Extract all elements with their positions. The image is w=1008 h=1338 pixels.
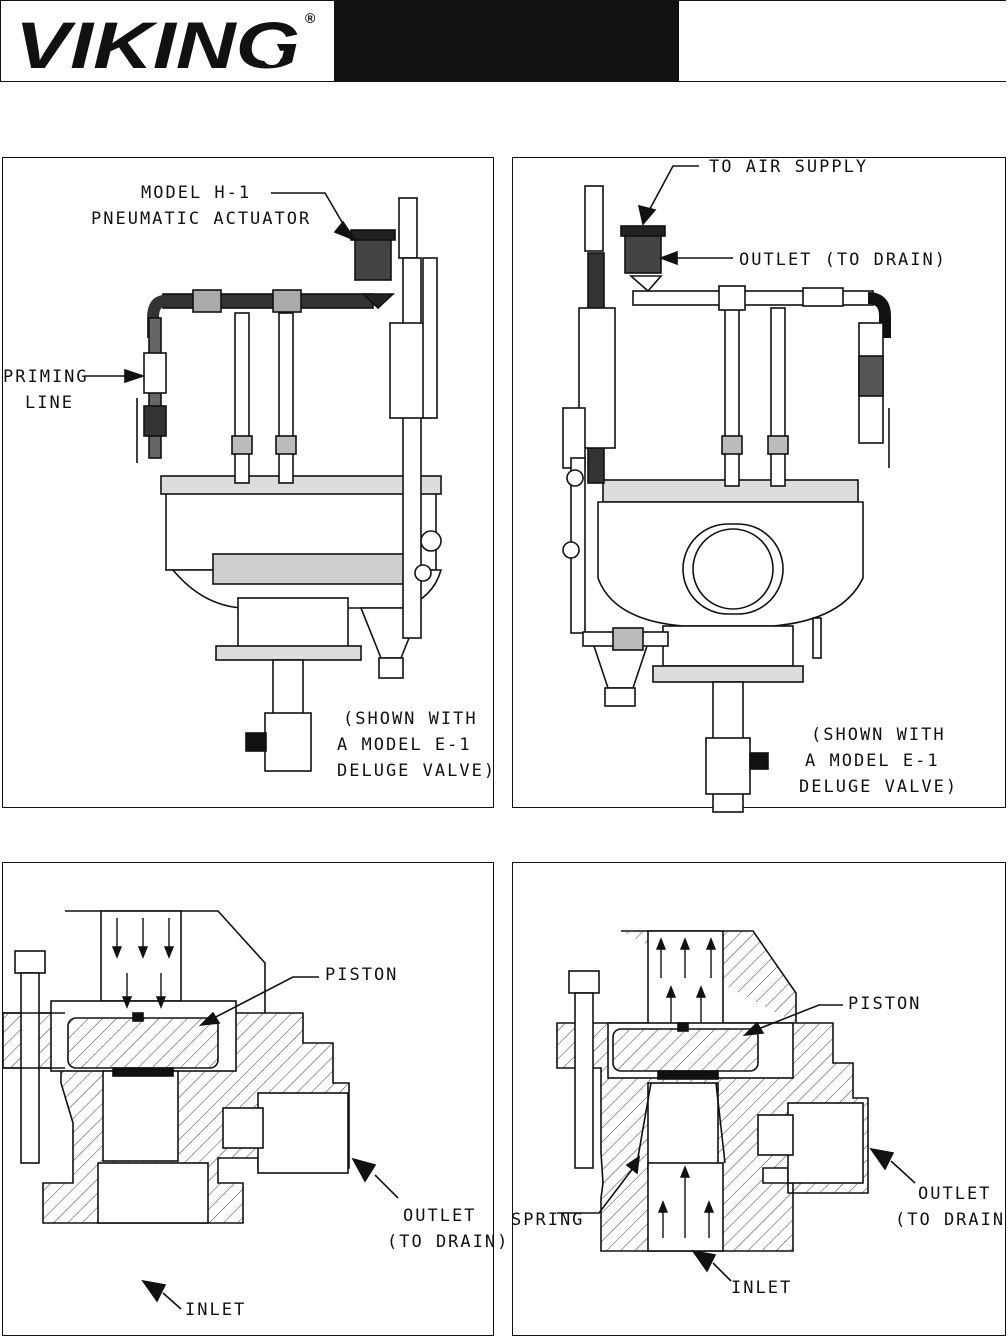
actuator-section-drawing-closed [2, 910, 399, 1310]
viking-logo-mark: VIKING ® [15, 8, 316, 82]
header-blank-cell [677, 1, 1007, 81]
piston-label: PISTON [848, 994, 922, 1014]
actuator-label-line1: MODEL H-1 [141, 183, 252, 203]
to-drain-label: (TO DRAIN) [387, 1232, 510, 1252]
shown-with-note-1: (SHOWN WITH [343, 709, 478, 729]
priming-line-label-2: LINE [25, 393, 74, 413]
figure-actuator-left-view: MODEL H-1 PNEUMATIC ACTUATOR PRIMING LIN… [2, 157, 494, 808]
shown-with-note-2: A MODEL E-1 [337, 735, 472, 755]
shown-with-note-3: DELUGE VALVE) [337, 761, 497, 781]
deluge-valve-drawing-left [85, 192, 443, 772]
figure-actuator-section-closed: PISTON OUTLET (TO DRAIN) INLET [2, 862, 507, 1336]
to-air-supply-label: TO AIR SUPPLY [709, 157, 869, 177]
outlet-label: OUTLET [403, 1206, 477, 1226]
shown-with-note-1: (SHOWN WITH [811, 725, 946, 745]
priming-line-label-1: PRIMING [3, 367, 89, 387]
to-drain-label: (TO DRAIN) [895, 1210, 1008, 1230]
spring-label: SPRING [511, 1210, 585, 1230]
inlet-label: INLET [185, 1300, 247, 1320]
brand-name: VIKING [15, 8, 300, 82]
viking-logo: VIKING ® [1, 1, 334, 82]
inlet-label: INLET [731, 1278, 793, 1298]
header-band [334, 1, 677, 81]
deluge-valve-drawing-right [562, 165, 891, 813]
actuator-label-line2: PNEUMATIC ACTUATOR [91, 209, 312, 229]
shown-with-note-3: DELUGE VALVE) [799, 777, 959, 797]
page-header: VIKING ® [0, 0, 1007, 82]
actuator-section-drawing-open [556, 930, 916, 1282]
outlet-to-drain-label: OUTLET (TO DRAIN) [739, 250, 947, 270]
piston-label: PISTON [325, 965, 399, 985]
outlet-label: OUTLET [918, 1184, 992, 1204]
registered-mark: ® [305, 10, 316, 26]
shown-with-note-2: A MODEL E-1 [805, 751, 940, 771]
figure-actuator-section-open: PISTON SPRING OUTLET (TO DRAIN) INLET [511, 862, 1008, 1336]
water-drop-icon [263, 35, 281, 65]
figure-actuator-right-view: TO AIR SUPPLY OUTLET (TO DRAIN) (SHOWN W… [512, 157, 1006, 813]
